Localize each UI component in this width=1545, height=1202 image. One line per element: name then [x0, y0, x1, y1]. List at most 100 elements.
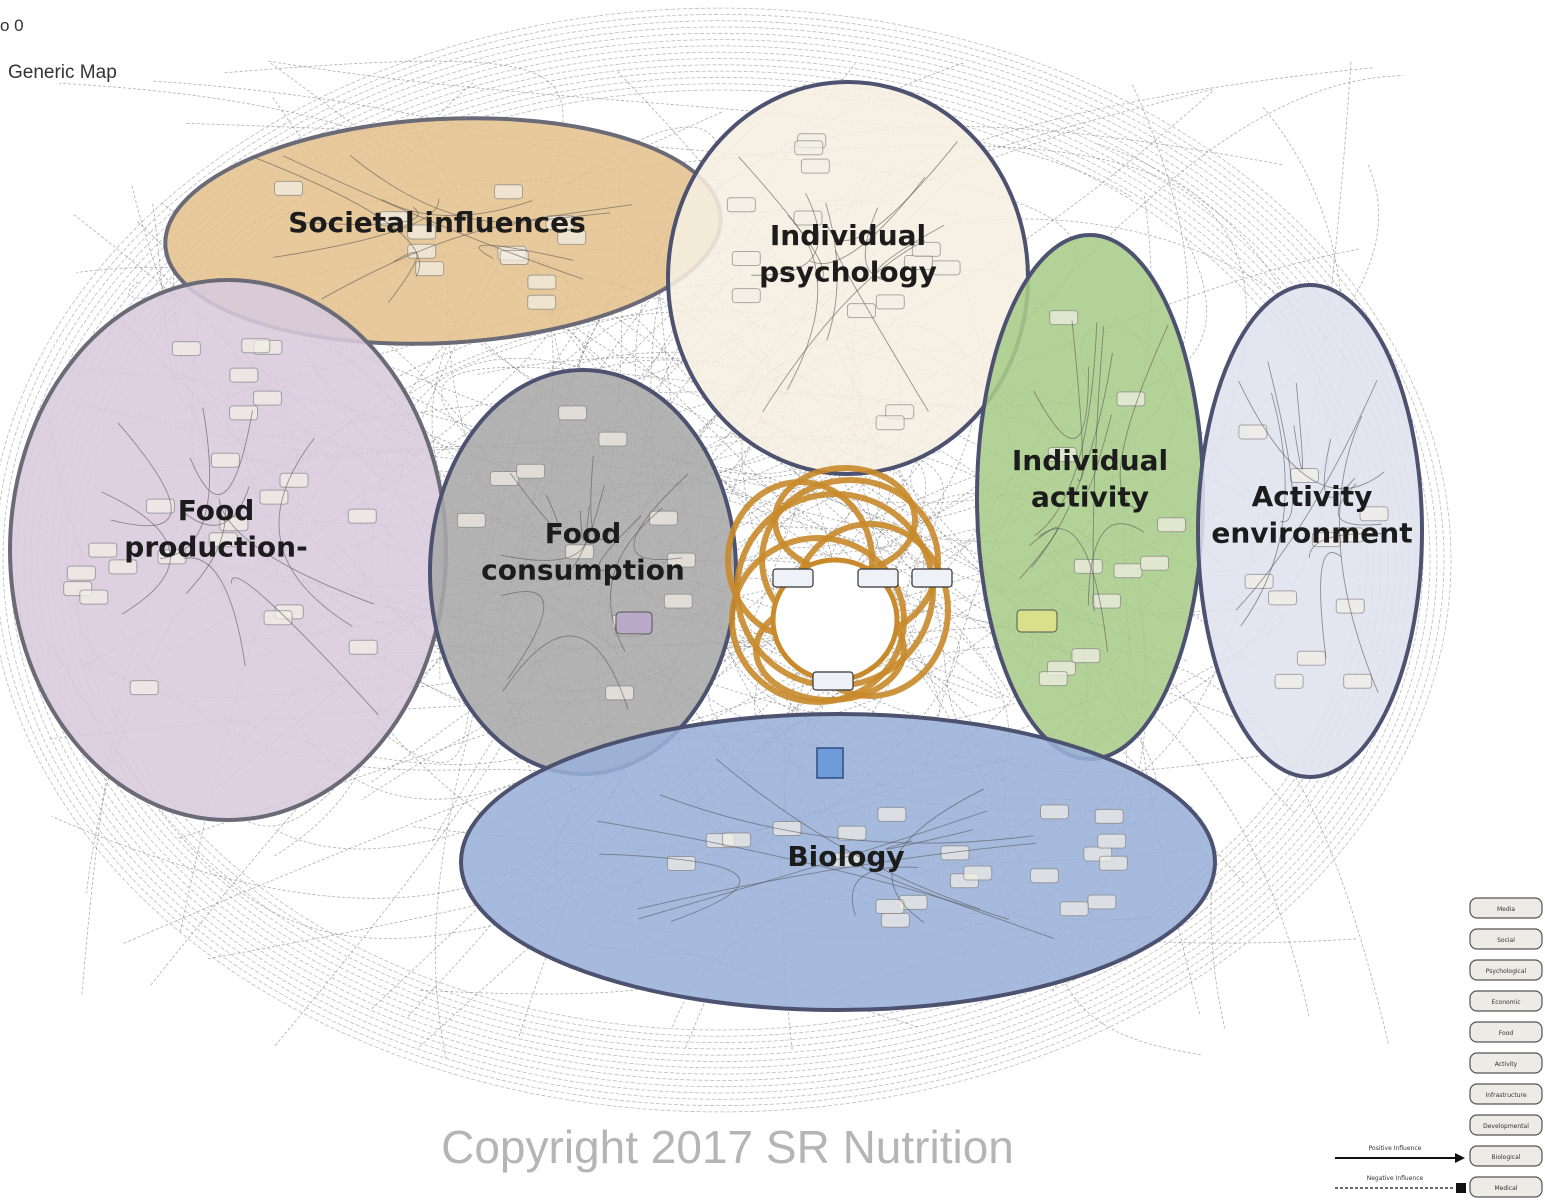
factor-node [66, 565, 96, 581]
factor-node [527, 294, 557, 310]
outer-link-arc [2, 20, 1438, 1100]
factor-node [527, 274, 557, 290]
internal-link [1033, 366, 1089, 439]
cluster-label-layer: Societal influences IndividualpsychologyF… [124, 206, 1412, 873]
legend-item-label: Social [1497, 937, 1515, 944]
internal-link [1081, 414, 1112, 499]
legend-positive-label: Positive Influence [1369, 1145, 1422, 1152]
internal-link [599, 853, 740, 922]
cluster-label-psychology: psychology [759, 255, 937, 288]
energy-balance-node [911, 568, 953, 588]
legend-negative-marker [1456, 1183, 1466, 1193]
legend-negative-label: Negative Influence [1367, 1175, 1424, 1182]
internal-link [1238, 381, 1385, 489]
cluster-label-activity: activity [1031, 480, 1149, 513]
influence-link [752, 218, 1351, 727]
factor-node [263, 610, 293, 626]
factor-node [846, 303, 876, 319]
factor-node [940, 845, 970, 861]
cluster-label-environment: Activity [1252, 480, 1373, 513]
legend-swatch [1469, 1114, 1543, 1136]
factor-node [963, 865, 993, 881]
factor-node [1244, 573, 1274, 589]
energy-balance-node [857, 568, 899, 588]
internal-link [1320, 552, 1342, 659]
internal-link [500, 535, 588, 561]
legend-item-label: Psychological [1486, 968, 1527, 975]
internal-link [1339, 415, 1379, 694]
factor-node [88, 542, 118, 558]
factor-node [499, 249, 529, 265]
legend-item-label: Medical [1495, 1185, 1518, 1192]
internal-link [478, 244, 574, 261]
internal-link [1293, 382, 1303, 470]
factor-node [407, 224, 437, 240]
legend-item-label: Media [1497, 906, 1515, 913]
factor-node [171, 341, 201, 357]
factor-node [831, 852, 861, 868]
factor-node [726, 197, 756, 213]
factor-node [663, 593, 693, 609]
internal-link [834, 249, 929, 412]
internal-link [738, 156, 824, 282]
factor-node [722, 832, 752, 848]
internal-link [1071, 320, 1084, 482]
internal-link [810, 176, 926, 264]
factor-node [415, 261, 445, 277]
internal-link [638, 810, 988, 920]
influence-link [267, 60, 1132, 197]
core-energy-balance-loop [615, 465, 1058, 779]
internal-link [101, 491, 171, 615]
factor-node [1047, 446, 1077, 462]
energy-balance-node [772, 568, 814, 588]
consumption-key-node [615, 611, 653, 635]
internal-link [825, 202, 838, 341]
factor-node [1039, 804, 1069, 820]
factor-node [875, 294, 905, 310]
factor-node [1140, 555, 1170, 571]
internal-link [659, 794, 1034, 844]
internal-link [1323, 438, 1356, 498]
cluster-label-psychology: Individual [770, 219, 926, 252]
internal-link [321, 222, 524, 300]
legend-swatch [1469, 928, 1543, 950]
internal-link [231, 577, 379, 716]
factor-node [1073, 558, 1103, 574]
factor-node [259, 489, 289, 505]
internal-link [864, 207, 890, 280]
internal-link [273, 198, 440, 258]
internal-link [827, 141, 958, 241]
internal-link [637, 842, 1036, 910]
factor-node [347, 508, 377, 524]
factor-node [731, 288, 761, 304]
internal-link [292, 206, 419, 225]
internal-link [283, 155, 584, 280]
factor-node [279, 472, 309, 488]
internal-link [875, 224, 945, 281]
factor-node [877, 806, 907, 822]
factor-node [1268, 590, 1298, 606]
internal-link [786, 214, 819, 390]
factor-node [880, 912, 910, 928]
influence-link [413, 826, 1225, 1029]
biology-key-node [816, 747, 844, 779]
factor-node [875, 415, 905, 431]
internal-link [590, 455, 615, 541]
factor-node [210, 452, 240, 468]
internal-link [1267, 361, 1293, 523]
factor-node [911, 241, 941, 257]
influence-link [650, 126, 1283, 614]
internal-link [278, 437, 353, 627]
factor-node [1071, 648, 1101, 664]
internal-link [179, 486, 250, 526]
cluster-label-consumption: Food [545, 517, 622, 550]
internal-link [715, 758, 981, 910]
influence-link [960, 106, 1344, 619]
activity-key-node [1016, 609, 1058, 633]
internal-link [1240, 392, 1286, 627]
cluster-label-societal: Societal influences [288, 206, 586, 239]
internal-link [387, 252, 418, 304]
factor-node [219, 516, 249, 532]
legend-positive-arrow [1455, 1153, 1465, 1163]
